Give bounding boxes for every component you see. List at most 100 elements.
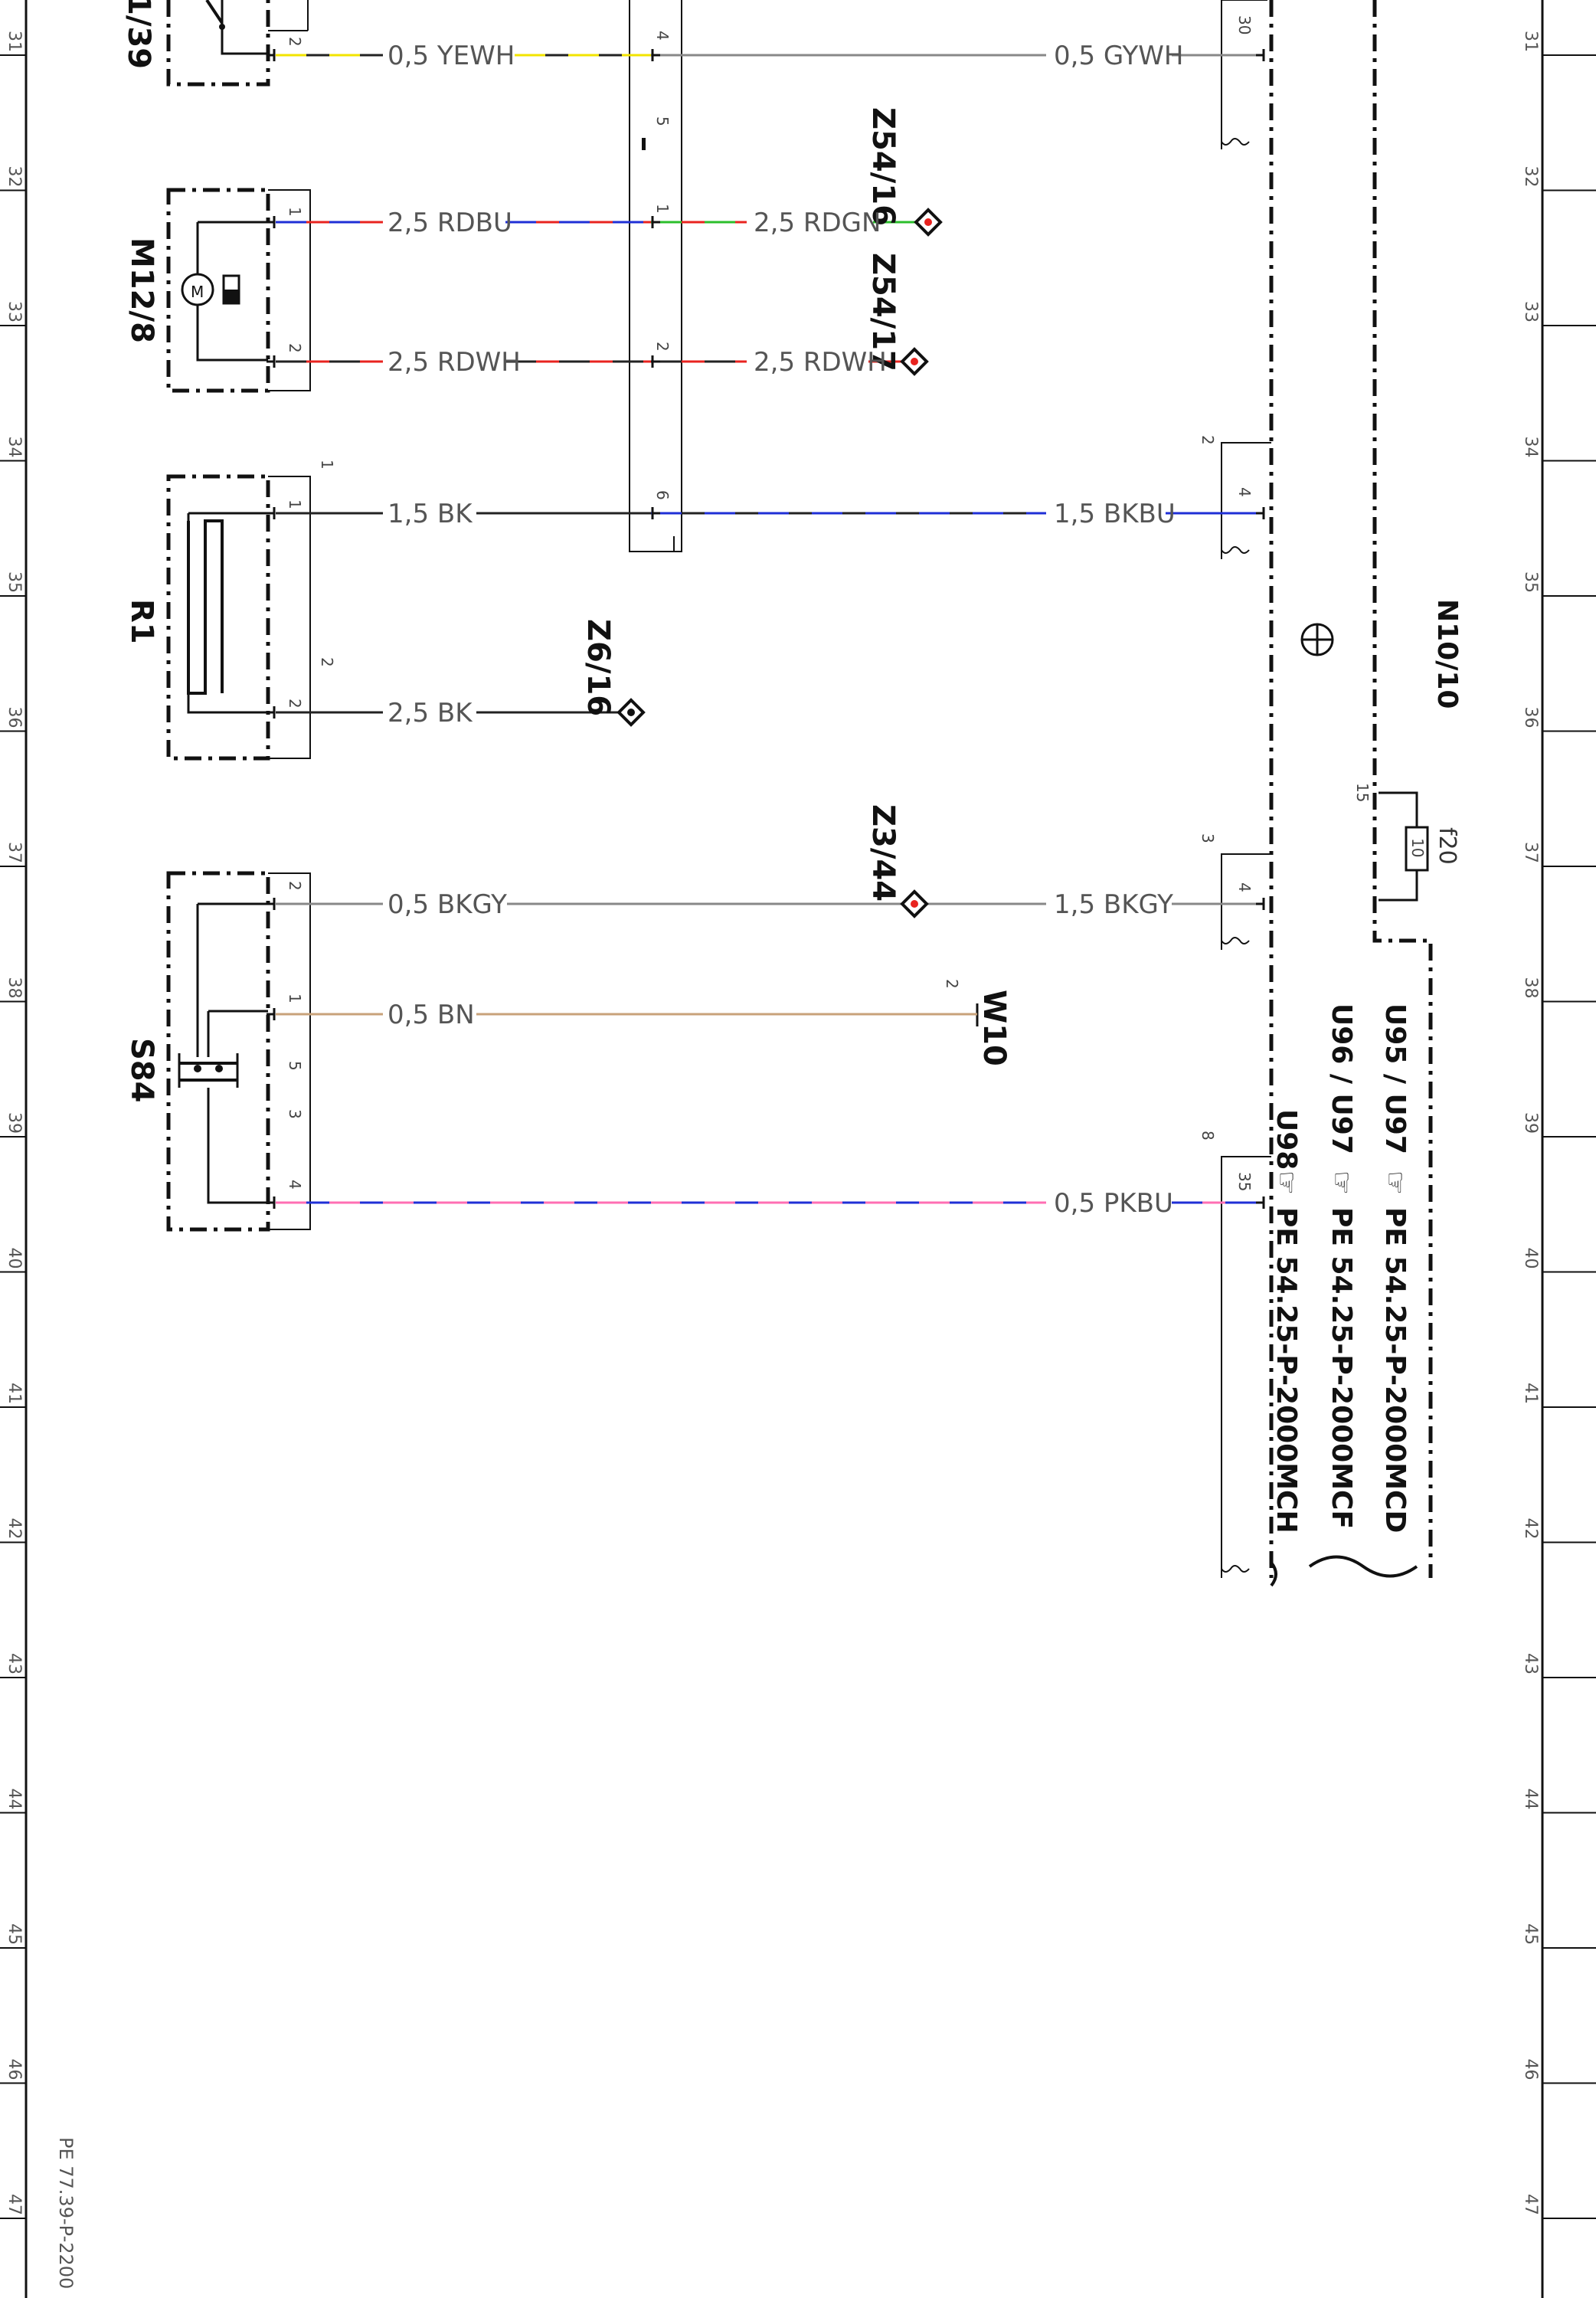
- grid-number-right: 32: [1521, 166, 1540, 188]
- pin-terminal: [267, 706, 276, 719]
- pointing-hand-icon: ☞: [1271, 1170, 1302, 1195]
- pointing-hand-icon: ☞: [1379, 1170, 1411, 1195]
- pin-terminal: [267, 1008, 276, 1020]
- control-module-n10-10: 30 2 4 3 4 8 35 N10/10 10 15 f20 U95 / U…: [1199, 0, 1463, 1587]
- pin-label: 2: [318, 657, 336, 667]
- variant-ref-link[interactable]: PE 54.25-P-2000MCH: [1271, 1207, 1302, 1534]
- variant-ref-link[interactable]: PE 54.25-P-2000MCD: [1379, 1207, 1411, 1533]
- pin-terminal: [1256, 49, 1265, 61]
- wire-label-rdwh-b: 2,5 RDWH: [754, 347, 887, 378]
- motor-m12-8: M M12/8 1 2: [124, 188, 311, 393]
- grid-number-right: 35: [1521, 571, 1540, 593]
- pin-terminal: [267, 355, 276, 368]
- connector-label: Z3/44: [865, 804, 901, 902]
- grid-number-right: 34: [1521, 437, 1540, 458]
- pin-label: 1: [286, 207, 304, 217]
- pin-label: 1: [653, 204, 672, 214]
- pin-label: 1: [286, 994, 304, 1003]
- variant-reference-3: U98 ☞ PE 54.25-P-2000MCH: [1271, 1109, 1302, 1534]
- grid-number-right: 36: [1521, 707, 1540, 728]
- variant-ref-link[interactable]: PE 54.25-P-2000MCF: [1326, 1207, 1357, 1529]
- switch-s84: S84 2 1 5 3 4: [124, 871, 311, 1232]
- pin-label: 2: [653, 342, 672, 352]
- pin-terminal: [651, 49, 660, 61]
- pin-label: 5: [286, 1061, 304, 1071]
- document-reference: PE 77.39-P-2200: [55, 2137, 77, 2289]
- pin-terminal: [1256, 507, 1265, 519]
- grid-number-right: 42: [1521, 1518, 1540, 1540]
- pin-label: 1: [318, 460, 336, 470]
- connector-z3-44: Z3/44: [865, 804, 929, 918]
- pin-label: 6: [653, 490, 672, 500]
- grid-number-right: 45: [1521, 1923, 1540, 1945]
- grid-number-left: 40: [5, 1248, 24, 1269]
- pin-terminal: [267, 507, 276, 519]
- pin-terminal: [651, 216, 660, 228]
- pin-label: 3: [1199, 833, 1217, 843]
- svg-text:M: M: [191, 283, 204, 301]
- grid-number-left: 37: [5, 842, 24, 863]
- connector-block: 4 5 1 2 6: [629, 0, 682, 552]
- grid-number-right: 39: [1521, 1112, 1540, 1134]
- grid-number-left: 45: [5, 1923, 24, 1945]
- wire-label-bkbu: 1,5 BKBU: [1054, 499, 1176, 529]
- component-label-s84: S84: [124, 1038, 159, 1102]
- pin-label: 4: [1235, 487, 1254, 497]
- pin-label: 2: [943, 979, 961, 989]
- grid-number-left: 31: [5, 31, 24, 52]
- connector-label: Z6/16: [581, 619, 616, 716]
- grid-number-left: 39: [5, 1112, 24, 1134]
- pin-label: 3: [286, 1109, 304, 1119]
- variant-models: U95 / U97: [1379, 1003, 1411, 1154]
- fuse-f20: 10 15 f20: [1353, 783, 1460, 902]
- motor-icon: M: [181, 273, 240, 306]
- connector-z54-17: Z54/17: [865, 253, 929, 376]
- variant-models: U96 / U97: [1326, 1003, 1357, 1154]
- variant-reference-1: U95 / U97 ☞ PE 54.25-P-2000MCD: [1379, 1003, 1411, 1533]
- wire-label-bkgy15: 1,5 BKGY: [1054, 889, 1173, 920]
- pin-label: 2: [1199, 435, 1217, 445]
- connector-z54-16: Z54/16: [865, 107, 943, 237]
- component-label-n10-10: N10/10: [1431, 599, 1463, 709]
- pin-label: 8: [1199, 1131, 1217, 1141]
- pin-terminal: [267, 898, 276, 910]
- grid-number-right: 31: [1521, 31, 1540, 52]
- resistor-r1: R1 1 1 2 2: [124, 460, 336, 761]
- ground-point-w10: W10 2: [943, 979, 1012, 1066]
- grid-number-left: 33: [5, 301, 24, 322]
- component-label-switch: 1/39: [121, 0, 156, 69]
- grid-number-left: 32: [5, 166, 24, 188]
- fuse-value: 10: [1408, 838, 1427, 857]
- pin-label: 2: [286, 699, 304, 709]
- grid-number-left: 46: [5, 2059, 24, 2080]
- wire-label-bkgy05: 0,5 BKGY: [388, 889, 507, 920]
- grid-number-left: 35: [5, 571, 24, 593]
- grid-number-right: 37: [1521, 842, 1540, 863]
- grid-number-right: 47: [1521, 2194, 1540, 2215]
- pin-terminal: [267, 49, 276, 61]
- component-label-w10: W10: [976, 990, 1012, 1066]
- wire-labels: 0,5 YEWH 0,5 GYWH 2,5 RDBU 2,5 RDGN 2,5 …: [388, 41, 1184, 1219]
- wire-label-bk15: 1,5 BK: [388, 499, 473, 529]
- component-label-m12-8: M12/8: [124, 237, 159, 343]
- grid-number-left: 34: [5, 437, 24, 458]
- ground-symbol-icon: [1300, 623, 1334, 656]
- pin-label: 4: [653, 31, 672, 41]
- pin-label: 4: [286, 1180, 304, 1190]
- pin-label: 2: [286, 37, 304, 47]
- grid-number-left: 36: [5, 707, 24, 728]
- grid-number-right: 43: [1521, 1653, 1540, 1674]
- pin-label: 2: [286, 343, 304, 353]
- connector-label: Z54/17: [865, 253, 901, 372]
- wire-label-yewh: 0,5 YEWH: [388, 41, 515, 71]
- wire-label-rdgn: 2,5 RDGN: [754, 208, 881, 238]
- component-label-f20: f20: [1434, 827, 1460, 865]
- component-label-r1: R1: [124, 599, 159, 644]
- pointing-hand-icon: ☞: [1326, 1170, 1357, 1195]
- wire-label-bn: 0,5 BN: [388, 1000, 475, 1030]
- grid-number-right: 38: [1521, 977, 1540, 999]
- pin-label: 1: [286, 499, 304, 509]
- grid-number-left: 47: [5, 2194, 24, 2215]
